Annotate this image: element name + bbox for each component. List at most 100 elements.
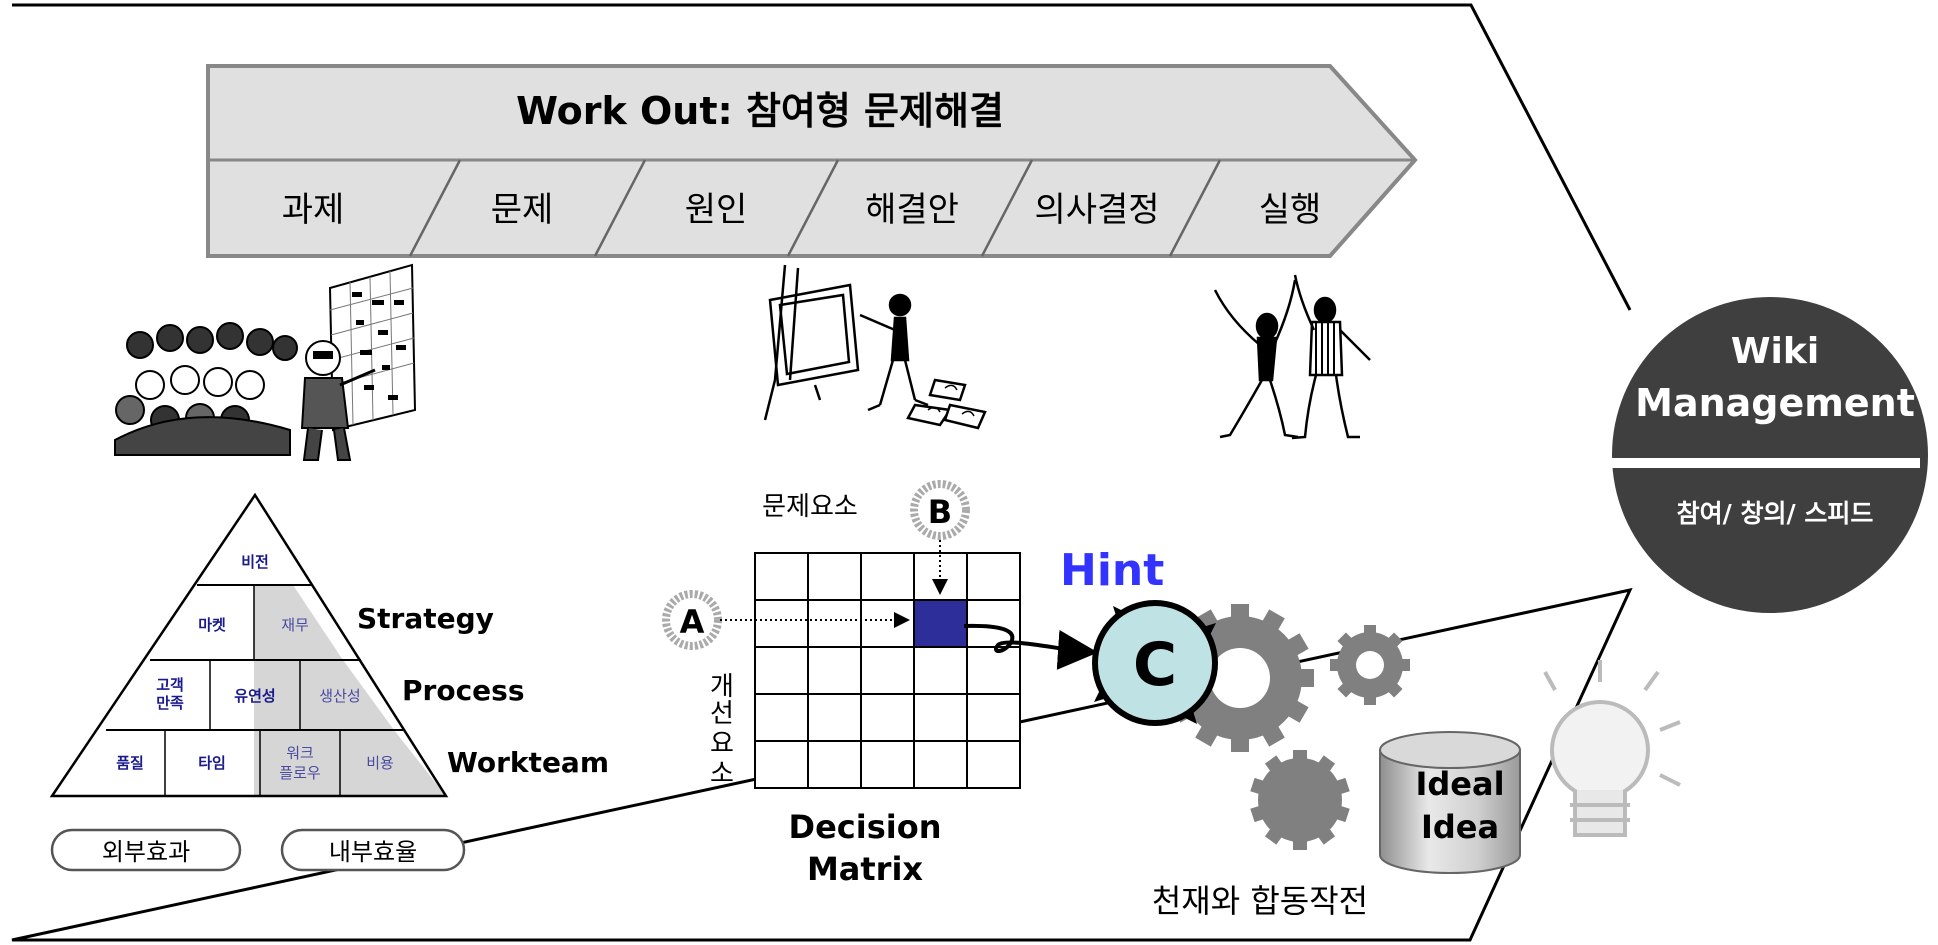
matrix-cell [860, 646, 915, 695]
wiki-title: Management [1635, 381, 1915, 425]
matrix-to-hint-arrow [963, 623, 1098, 670]
matrix-cell [807, 693, 862, 742]
internal-efficiency-pill [280, 828, 466, 872]
marker-b-ring [910, 480, 970, 540]
step-label: 문제 [491, 190, 554, 230]
matrix-cell [807, 552, 862, 601]
pyramid-cell-customer: 고객 [156, 676, 184, 694]
svg-text:소: 소 [710, 759, 734, 789]
workout-banner: Work Out: 참여형 문제해결 과제 문제 원인 해결안 의사결정 실행 [206, 64, 1418, 258]
step-label: 의사결정 [1034, 190, 1159, 230]
ideal-idea-text: Idea [1421, 808, 1499, 846]
decision-matrix: 문제요소 개 선 요 소 B A Decision Matrix [662, 480, 1098, 888]
matrix-grid [754, 552, 1021, 789]
large-gear-icon [1166, 604, 1314, 752]
gear-tooth [1333, 805, 1350, 823]
matrix-cell [754, 552, 809, 601]
gear-tooth [1316, 826, 1336, 845]
internal-efficiency-label: 내부효율 [329, 838, 417, 866]
hint-gears: Hint C 천재와 합동작전 [1060, 545, 1410, 920]
matrix-cell [807, 646, 862, 695]
gear-tooth [1386, 681, 1403, 698]
matrix-cell [860, 693, 915, 742]
matrix-cell [966, 552, 1021, 601]
lightbulb-icon [1543, 660, 1681, 837]
gear-tooth [1195, 723, 1219, 747]
svg-text:선: 선 [710, 699, 734, 729]
rotation-arrows-icon [1094, 606, 1216, 724]
gear-tooth [1285, 699, 1309, 723]
matrix-cell [913, 740, 968, 789]
pyramid-cell-cost: 비용 [366, 754, 394, 772]
database-cylinder [1379, 731, 1521, 874]
presenter-figure [300, 340, 376, 461]
gear-tooth [1399, 659, 1410, 671]
pyramid-cell-finance: 재무 [281, 616, 309, 634]
step-label: 과제 [282, 190, 345, 230]
gear-tooth [1231, 604, 1249, 620]
pyramid-cell-quality: 품질 [116, 754, 144, 772]
gear-tooth [1250, 777, 1267, 795]
gear-tooth [1231, 736, 1249, 752]
marker-b: B [928, 493, 952, 531]
ideal-idea: Ideal Idea [1379, 660, 1681, 874]
matrix-highlight-cell [913, 599, 968, 648]
gear-tooth [1264, 755, 1284, 774]
external-effect-label: 외부효과 [102, 838, 190, 866]
strategy-pyramid: 비전 마켓 고객 만족 품질 타임 유연성 재무 생산성 워크 플로우 비용 S… [49, 492, 609, 872]
ideal-idea-text: Ideal [1415, 765, 1504, 803]
marker-a-ring [662, 590, 722, 650]
gear-tooth [1364, 625, 1376, 636]
step-label: 해결안 [865, 190, 959, 230]
matrix-cell [754, 599, 809, 648]
pyramid-cell-market: 마켓 [198, 616, 226, 634]
gear-tooth [1250, 805, 1267, 823]
step-label: 실행 [1259, 190, 1322, 230]
celebration-illustration [1213, 274, 1371, 440]
svg-text:요: 요 [710, 729, 734, 759]
pyramid-cell-vision: 비전 [241, 553, 269, 571]
audience-presentation-illustration [114, 263, 417, 461]
gear-tooth [1293, 838, 1307, 850]
gear-tooth [1337, 632, 1354, 649]
svg-text:개: 개 [710, 672, 734, 702]
marker-c: C [1133, 630, 1177, 700]
banner-title: Work Out: 참여형 문제해결 [516, 89, 1004, 133]
pyramid-level-label: Process [402, 674, 525, 707]
matrix-cell [966, 740, 1021, 789]
matrix-cell [966, 693, 1021, 742]
matrix-cell [754, 693, 809, 742]
marker-c-circle [1092, 600, 1218, 726]
gear-tooth [1293, 750, 1307, 762]
wiki-divider [1590, 458, 1920, 468]
gear-tooth [1261, 609, 1285, 633]
external-effect-pill [50, 828, 242, 872]
matrix-cell [807, 599, 862, 648]
pyramid-cell-workflow: 워크 [286, 744, 314, 762]
step-label: 원인 [685, 190, 748, 230]
chart-board [328, 263, 417, 432]
gear-tooth [1298, 669, 1314, 687]
hint-caption: 천재와 합동작전 [1152, 882, 1368, 920]
gear-tooth [1386, 632, 1403, 649]
matrix-cell [860, 599, 915, 648]
matrix-caption: Matrix [807, 850, 923, 888]
hint-label: Hint [1060, 545, 1164, 596]
lower-gear-icon [1250, 750, 1350, 850]
marker-a: A [680, 603, 705, 641]
matrix-cell [807, 740, 862, 789]
gear-tooth [1337, 681, 1354, 698]
gear-tooth [1285, 633, 1309, 657]
gear-tooth [1333, 777, 1350, 795]
matrix-cell [860, 552, 915, 601]
small-gear-icon [1330, 625, 1410, 705]
matrix-cell [913, 693, 968, 742]
wiki-management-badge: Wiki Management 참여/ 창의/ 스피드 [1590, 297, 1928, 613]
gear-tooth [1261, 723, 1285, 747]
gear-tooth [1364, 694, 1376, 705]
matrix-row-axis-label: 개 선 요 소 [710, 672, 734, 789]
matrix-cell [860, 740, 915, 789]
wiki-title: Wiki [1731, 331, 1819, 372]
gear-tooth [1330, 659, 1341, 671]
